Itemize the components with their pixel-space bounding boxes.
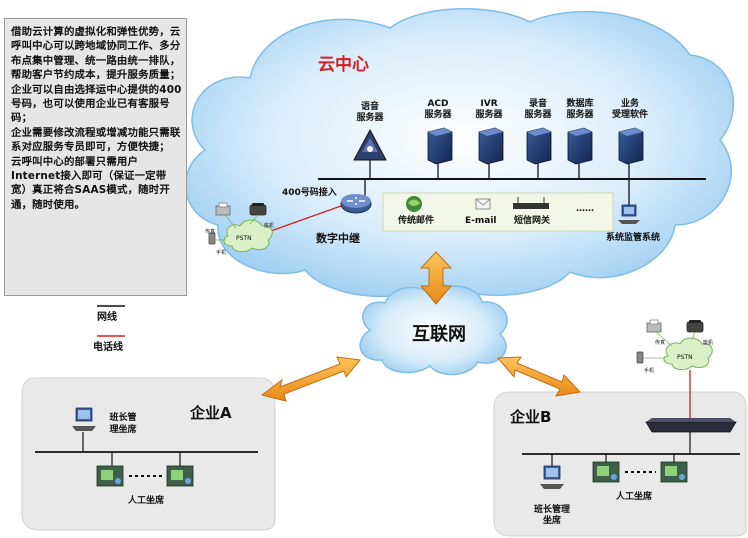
desk-phone-icon-left bbox=[249, 203, 267, 216]
agent-station-icon-b1 bbox=[592, 461, 620, 483]
pstn-phone-label-right: 座机 bbox=[703, 340, 714, 346]
channels-panel bbox=[382, 192, 614, 232]
enterprise-a-agents-label: 人工坐席 bbox=[128, 496, 165, 506]
enterprise-b-title: 企业B bbox=[510, 408, 552, 426]
monitor-system-label: 系统监管系统 bbox=[606, 233, 661, 243]
email-envelope-icon bbox=[475, 198, 491, 210]
mobile-phone-icon-left bbox=[208, 232, 216, 245]
channel-label-mail: 传统邮件 bbox=[398, 216, 435, 226]
fax-icon-right bbox=[646, 319, 662, 333]
pstn-left-links bbox=[215, 214, 259, 241]
digital-trunk-router-icon bbox=[340, 194, 372, 214]
mobile-phone-icon-right bbox=[636, 351, 644, 364]
description-box: 借助云计算的虚拟化和弹性优势，云呼叫中心可以跨地域协同工作、多分布点集中管理、统… bbox=[4, 18, 187, 296]
pstn-cloud-right bbox=[663, 337, 713, 371]
server-label-voice: 语音服务器 bbox=[356, 102, 384, 123]
pstn-right-links bbox=[643, 331, 696, 359]
cloud-center-title: 云中心 bbox=[318, 55, 369, 75]
pstn-label-left: PSTN bbox=[236, 235, 252, 242]
agent-station-icon-a2 bbox=[166, 465, 194, 487]
sms-gateway-icon bbox=[513, 197, 549, 209]
internet-cloud-shape bbox=[359, 285, 508, 376]
arrow-internet-enterprise-a bbox=[260, 356, 361, 402]
legend-network-label: 网线 bbox=[97, 312, 117, 323]
supervisor-computer-icon-b bbox=[540, 465, 564, 489]
monitor-system-computer-icon bbox=[618, 204, 640, 224]
pstn-fax-label-left: 传真 bbox=[205, 229, 216, 235]
desk-phone-icon-right bbox=[686, 320, 704, 333]
trunk-access-label: 400号码接入 bbox=[282, 188, 337, 198]
arrow-cloud-internet bbox=[419, 251, 453, 305]
business-software-server-icon bbox=[618, 127, 644, 165]
channel-label-more: …… bbox=[576, 204, 594, 214]
description-paragraph-2: 企业可以自由选择运中心提供的400号码，也可以使用企业已有客服号码； bbox=[11, 83, 182, 125]
agent-station-icon-a1 bbox=[96, 465, 124, 487]
supervisor-computer-icon-a bbox=[72, 407, 96, 431]
description-paragraph-1: 借助云计算的虚拟化和弹性优势，云呼叫中心可以跨地域协同工作、多分布点集中管理、统… bbox=[11, 26, 181, 82]
database-server-icon bbox=[567, 127, 593, 165]
agent-station-icon-b2 bbox=[660, 461, 688, 483]
enterprise-a-title: 企业A bbox=[190, 404, 232, 422]
legend-phone-label: 电话线 bbox=[93, 342, 123, 353]
server-label-recording: 录音服务器 bbox=[524, 99, 552, 120]
enterprise-b-gateway-icon bbox=[645, 418, 737, 433]
pstn-fax-label-right: 传真 bbox=[655, 340, 666, 346]
enterprise-a-box bbox=[21, 377, 276, 531]
digital-trunk-label: 数字中继 bbox=[316, 232, 360, 245]
ivr-server-icon bbox=[478, 127, 504, 165]
phone-line-trunk bbox=[267, 205, 342, 233]
voice-server-icon bbox=[353, 128, 387, 161]
pstn-phone-label-left: 座机 bbox=[264, 223, 275, 229]
pstn-mobile-label-right: 手机 bbox=[644, 368, 655, 374]
pstn-mobile-label-left: 手机 bbox=[216, 250, 227, 256]
pstn-label-right: PSTN bbox=[677, 354, 693, 361]
channel-label-email: E-mail bbox=[465, 216, 497, 226]
enterprise-a-drops bbox=[82, 432, 181, 466]
enterprise-b-drops bbox=[551, 432, 691, 468]
enterprise-b-agents-label: 人工坐席 bbox=[616, 492, 653, 502]
arrow-internet-enterprise-b bbox=[496, 356, 582, 397]
server-label-business: 业务受理软件 bbox=[611, 99, 648, 120]
internet-label: 互联网 bbox=[412, 324, 466, 345]
description-paragraph-4: 云呼叫中心的部署只需用户Internet接入即可（保证一定带宽）真正将合SAAS… bbox=[11, 155, 170, 211]
fax-icon-left bbox=[215, 202, 231, 216]
recording-server-icon bbox=[526, 127, 552, 165]
server-label-database: 数据库服务器 bbox=[566, 99, 594, 120]
cloud-center-shape bbox=[184, 7, 735, 298]
enterprise-b-supervisor-label: 班长管理坐席 bbox=[533, 505, 570, 526]
channel-label-sms: 短信网关 bbox=[514, 216, 551, 226]
acd-server-icon bbox=[427, 127, 453, 165]
mail-globe-icon bbox=[406, 196, 422, 212]
enterprise-a-supervisor-label: 班长管理坐席 bbox=[109, 413, 137, 435]
description-paragraph-3: 企业需要修改流程或增减功能只需联系对应服务专员即可，方便快捷； bbox=[11, 126, 181, 154]
